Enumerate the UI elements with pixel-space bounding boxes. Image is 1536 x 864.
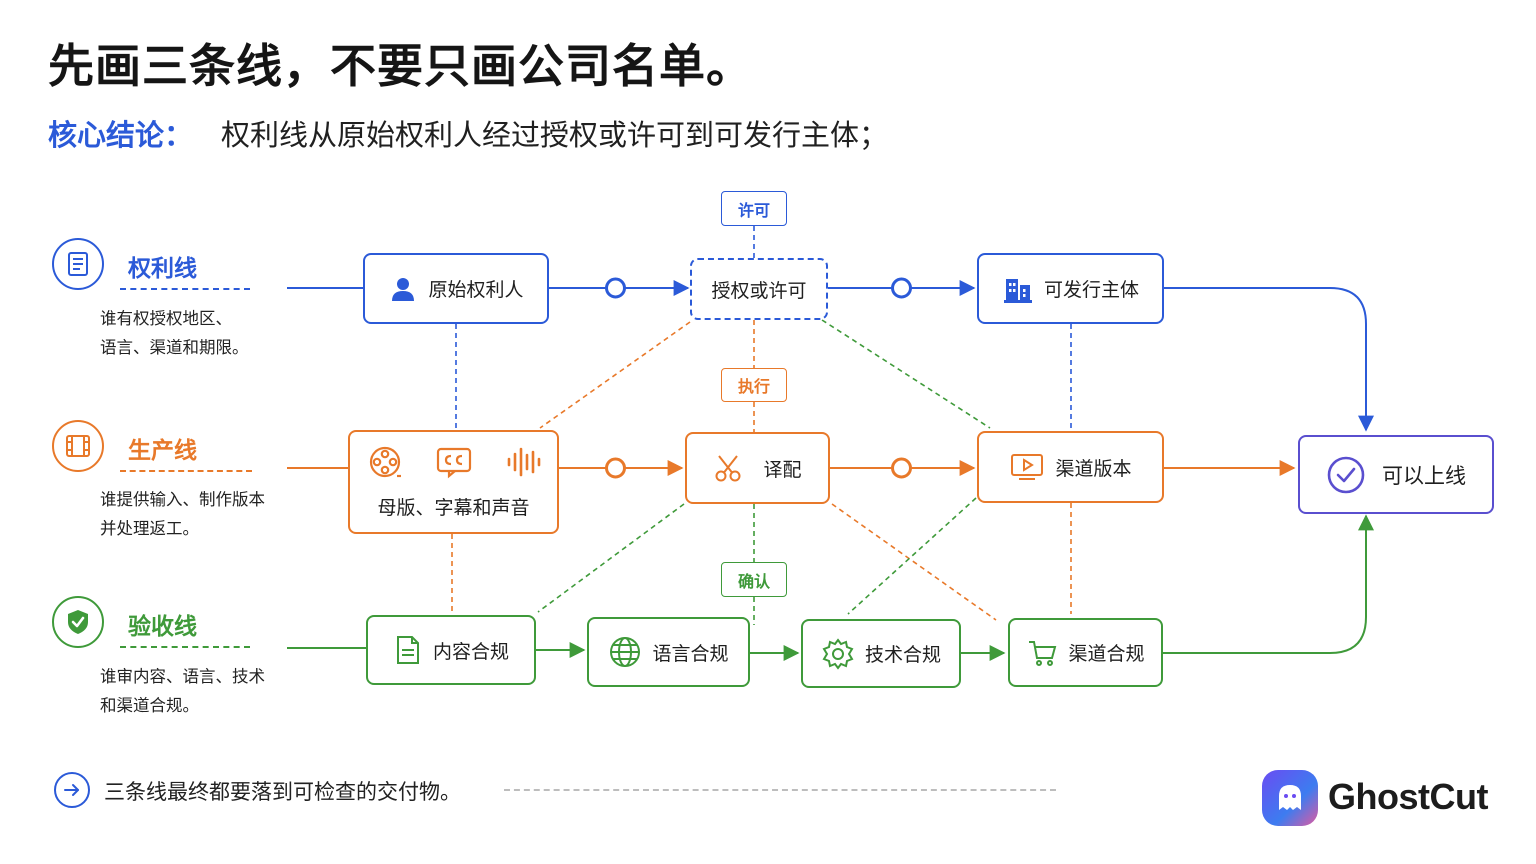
node-masters-label: 母版、字幕和声音 — [377, 497, 530, 519]
video-player-icon — [1009, 451, 1045, 483]
rights-lane-title: 权利线 — [128, 256, 197, 282]
conclusion-label: 核心结论： — [48, 118, 194, 152]
document-icon — [393, 634, 423, 666]
node-authorization-label: 授权或许可 — [711, 279, 807, 302]
cart-icon — [1026, 637, 1058, 669]
node-publisher-label: 可发行主体 — [1043, 279, 1139, 301]
production-desc-line2: 并处理返工。 — [100, 519, 199, 538]
scroll-icon — [68, 252, 88, 276]
license-tag: 许可 — [721, 191, 787, 226]
footer-note: 三条线最终都要落到可检查的交付物。 — [104, 780, 461, 804]
node-publisher: 可发行主体 — [977, 253, 1164, 324]
production-desc-line1: 谁提供输入、制作版本 — [100, 490, 265, 509]
shield-check-icon — [68, 610, 88, 634]
acceptance-desc-line2: 和渠道合规。 — [100, 696, 199, 715]
acceptance-lane-divider — [120, 646, 250, 648]
node-original-holder: 原始权利人 — [363, 253, 549, 324]
node-masters: 母版、字幕和声音 — [348, 430, 559, 534]
production-lane-desc: 谁提供输入、制作版本 并处理返工。 — [100, 485, 290, 543]
production-lane-title: 生产线 — [128, 438, 197, 464]
person-icon — [388, 274, 418, 304]
node-dubbing: 译配 — [685, 432, 830, 504]
arrow-right-circle-icon — [54, 772, 90, 808]
node-language-compliance: 语言合规 — [587, 617, 750, 687]
footer-divider — [504, 789, 1056, 791]
node-authorization: 授权或许可 — [690, 258, 828, 320]
node-channel-version: 渠道版本 — [977, 431, 1164, 503]
acceptance-lane-title: 验收线 — [128, 614, 197, 640]
node-tech-compliance: 技术合规 — [801, 619, 961, 688]
film-icon — [66, 435, 90, 457]
node-go-live: 可以上线 — [1298, 435, 1494, 514]
gear-icon — [821, 637, 855, 671]
rights-lane-divider — [120, 288, 250, 290]
sound-wave-icon — [505, 445, 541, 484]
film-reel-icon — [367, 444, 403, 485]
node-dubbing-label: 译配 — [763, 458, 802, 481]
node-language-compliance-label: 语言合规 — [652, 642, 729, 665]
ghost-logo-icon — [1262, 770, 1318, 826]
node-original-holder-label: 原始权利人 — [428, 279, 524, 301]
subtitle-cc-icon — [435, 445, 473, 484]
node-content-compliance: 内容合规 — [366, 615, 536, 685]
rights-desc-line2: 语言、渠道和期限。 — [100, 338, 249, 357]
rights-desc-line1: 谁有权授权地区、 — [100, 309, 232, 328]
production-lane-icon — [52, 420, 104, 472]
node-content-compliance-label: 内容合规 — [432, 640, 509, 663]
node-channel-version-label: 渠道版本 — [1055, 457, 1132, 480]
page-title: 先画三条线，不要只画公司名单。 — [48, 39, 753, 93]
rights-lane-desc: 谁有权授权地区、 语言、渠道和期限。 — [100, 304, 290, 362]
confirm-tag: 确认 — [721, 562, 787, 597]
node-tech-compliance-label: 技术合规 — [864, 644, 941, 666]
execute-tag: 执行 — [721, 368, 787, 402]
acceptance-lane-desc: 谁审内容、语言、技术 和渠道合规。 — [100, 662, 290, 720]
node-channel-compliance-label: 渠道合规 — [1068, 643, 1145, 665]
acceptance-desc-line1: 谁审内容、语言、技术 — [100, 667, 265, 686]
core-conclusion: 核心结论： 权利线从原始权利人经过授权或许可到可发行主体； — [48, 112, 888, 154]
node-channel-compliance: 渠道合规 — [1008, 618, 1163, 687]
rights-lane-icon — [52, 238, 104, 290]
check-circle-icon — [1326, 455, 1366, 495]
globe-icon — [608, 635, 642, 669]
production-lane-divider — [120, 470, 252, 472]
scissors-icon — [713, 453, 743, 483]
conclusion-text: 权利线从原始权利人经过授权或许可到可发行主体； — [221, 118, 889, 152]
node-go-live-label: 可以上线 — [1382, 463, 1466, 488]
brand-name: GhostCut — [1328, 776, 1488, 817]
building-icon — [1002, 273, 1034, 305]
acceptance-lane-icon — [52, 596, 104, 648]
